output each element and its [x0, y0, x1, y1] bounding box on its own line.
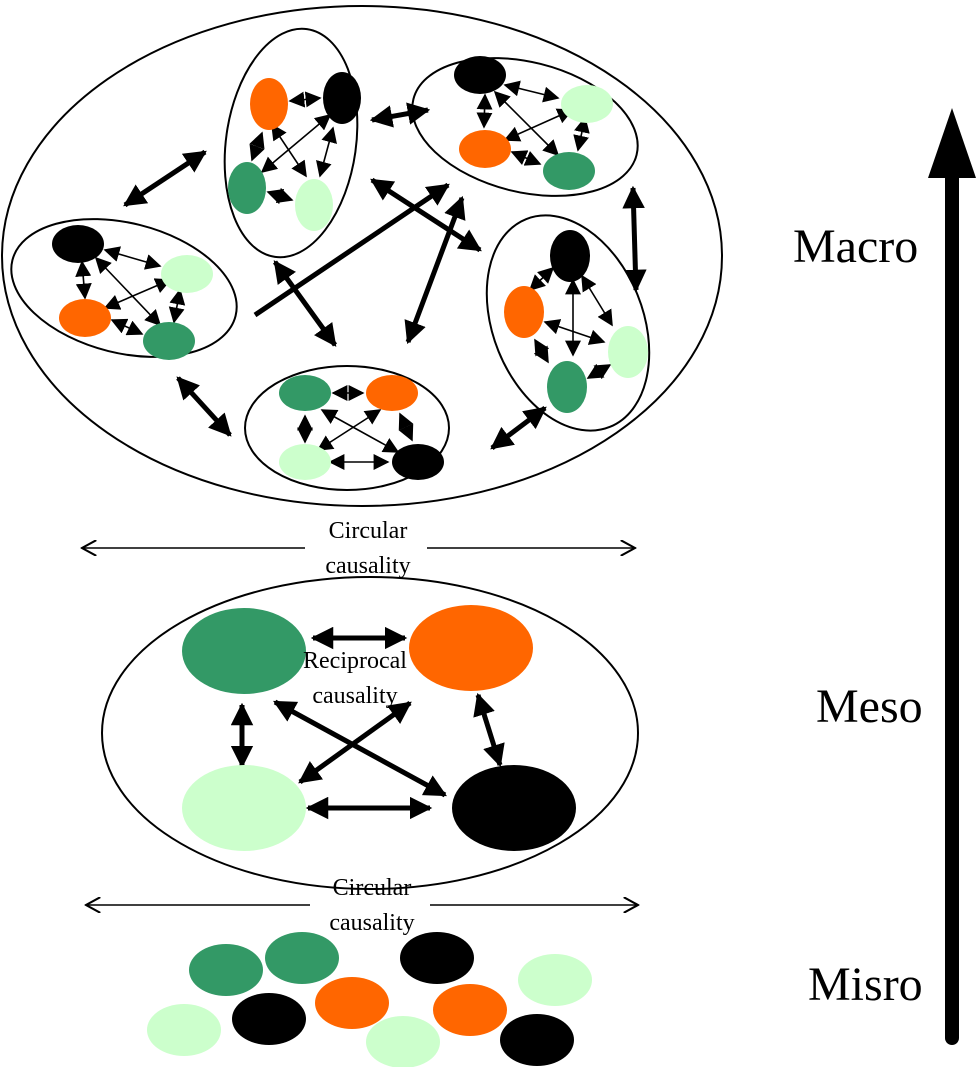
meso-agent — [182, 608, 306, 694]
meso-outer-ellipse — [101, 576, 639, 890]
circular-causality-label: Circular — [333, 875, 412, 901]
micro-agent — [518, 954, 592, 1006]
micro-agent — [315, 977, 389, 1029]
scale-arrow — [928, 108, 976, 1045]
micro-level-label: Misro — [808, 958, 923, 1011]
micro-agent — [189, 944, 263, 996]
meso-agent — [452, 765, 576, 851]
circular-causality-bottom: Circular causality — [86, 875, 638, 936]
macro-group — [485, 214, 651, 432]
reciprocal-causality-label: causality — [312, 683, 397, 709]
circular-causality-label: causality — [325, 553, 410, 579]
macro-group — [244, 365, 450, 491]
micro-agent — [500, 1014, 574, 1066]
micro-agent — [433, 984, 507, 1036]
micro-agent — [147, 1004, 221, 1056]
circular-causality-label: Circular — [329, 518, 408, 544]
macro-outer-ellipse — [1, 5, 723, 507]
micro-agent — [265, 932, 339, 984]
micro-agent — [366, 1016, 440, 1067]
reciprocal-causality-label: Reciprocal — [303, 648, 407, 674]
circular-causality-top: Circular causality — [82, 518, 635, 579]
macro-level-label: Macro — [793, 220, 918, 273]
meso-system: Reciprocal causality — [101, 576, 639, 890]
macro-group — [223, 27, 361, 259]
meso-agent — [182, 765, 306, 851]
macro-group — [10, 218, 238, 360]
meso-level-label: Meso — [816, 680, 923, 733]
micro-agent — [400, 932, 474, 984]
macro-group — [411, 56, 639, 197]
circular-causality-label: causality — [329, 910, 414, 936]
meso-agent — [409, 605, 533, 691]
micro-agent — [232, 993, 306, 1045]
macro-group-arrows — [123, 102, 647, 450]
macro-system — [1, 5, 723, 507]
micro-agents — [147, 932, 592, 1067]
